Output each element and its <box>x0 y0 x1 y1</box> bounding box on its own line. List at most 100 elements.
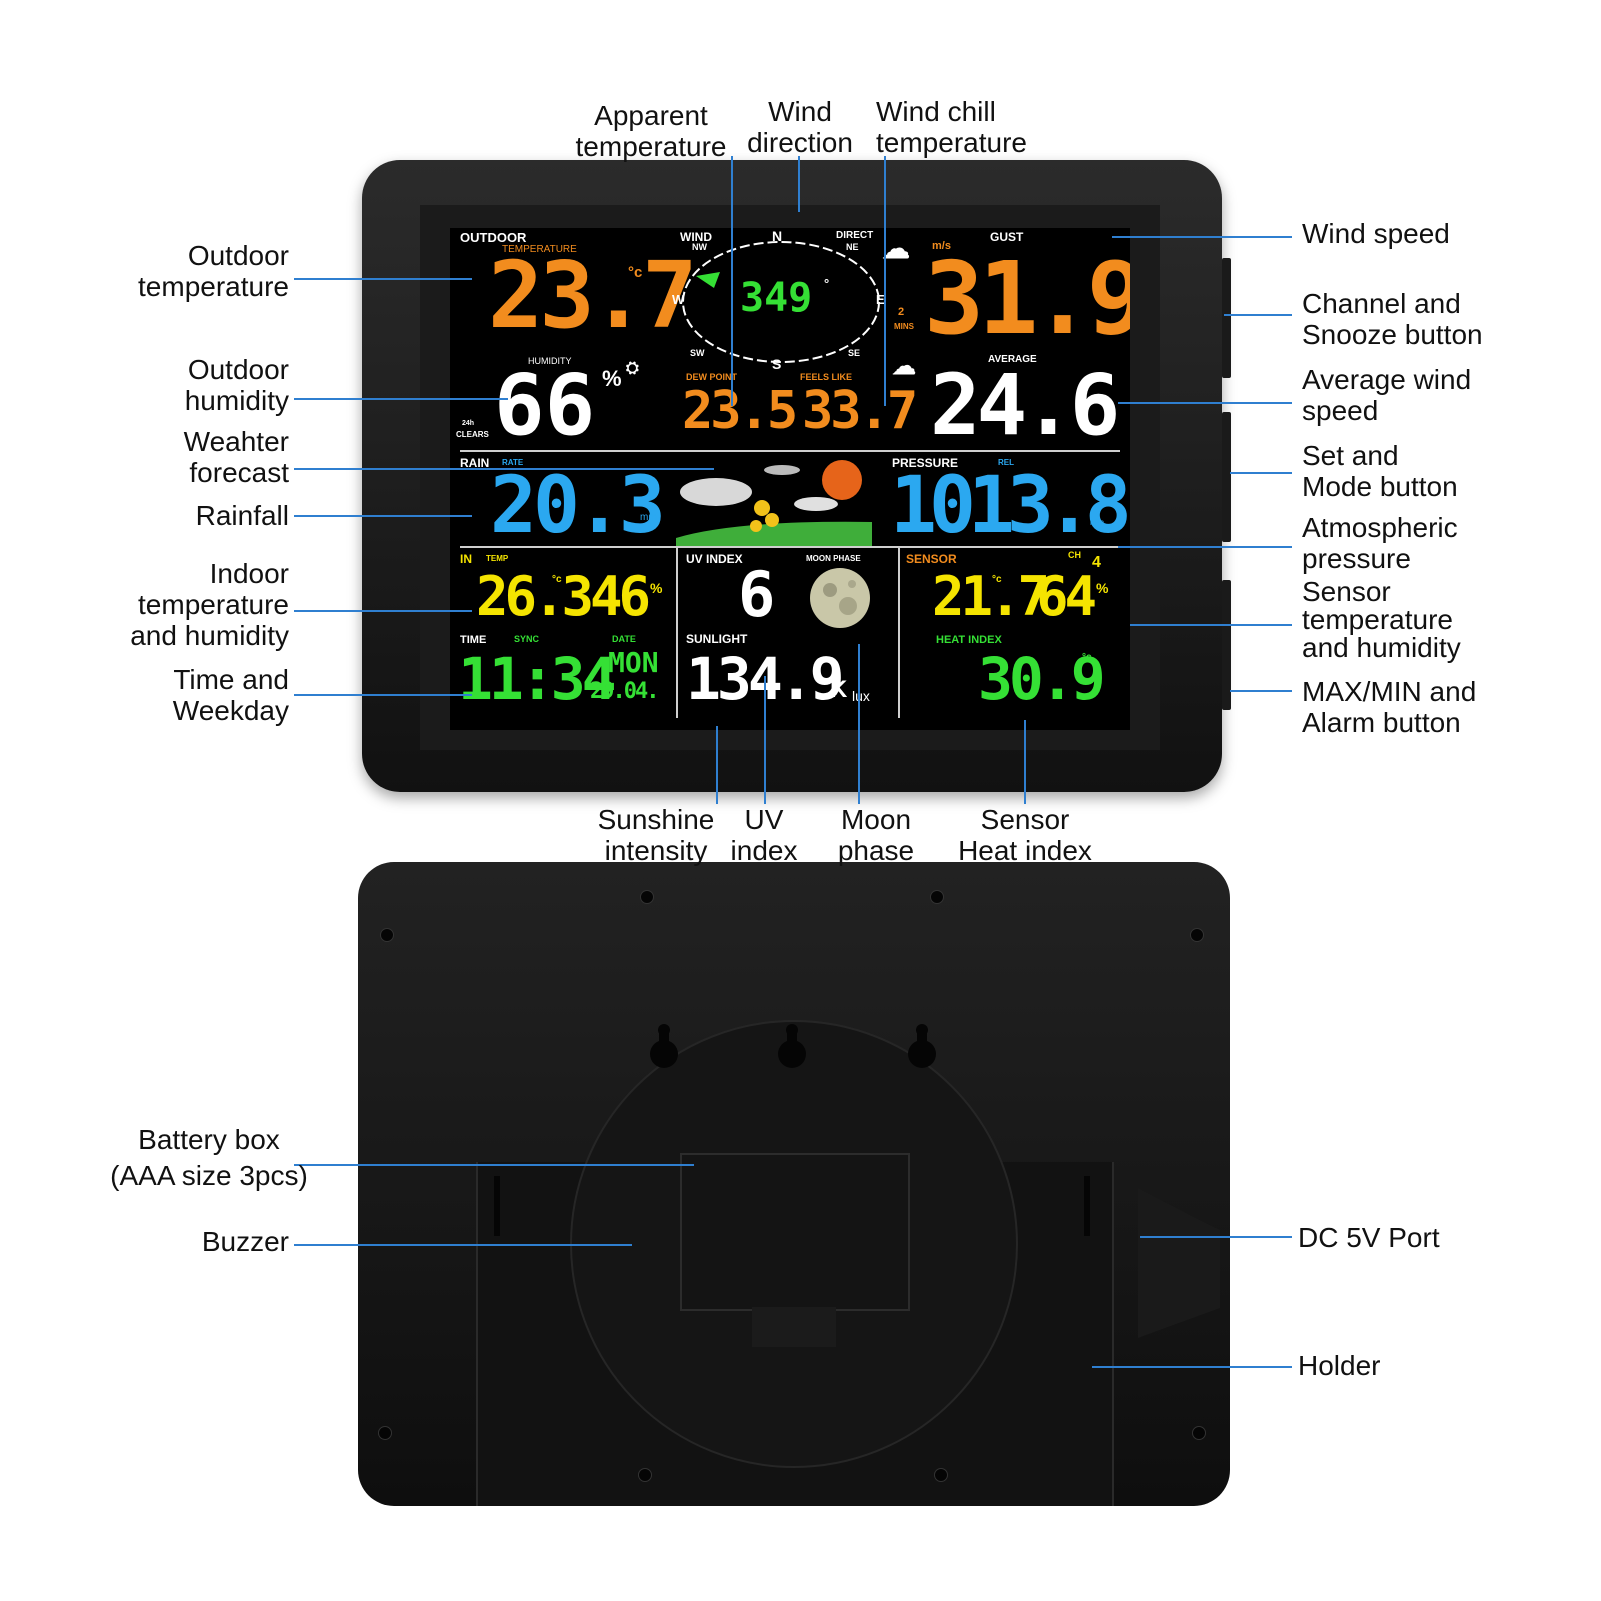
leader-set-mode <box>1230 472 1292 474</box>
indoor-humidity-unit: % <box>650 580 663 596</box>
humidity-label: HUMIDITY <box>528 356 572 366</box>
rain-value: 20.3 <box>490 461 666 551</box>
leader-indoor <box>294 610 472 612</box>
heat-index-unit: °c <box>1082 652 1092 663</box>
screw <box>1192 1426 1206 1440</box>
outdoor-label: OUTDOOR <box>460 230 527 245</box>
klux-k: K <box>830 676 848 703</box>
storm-cloud-icon: ☁ <box>882 233 910 264</box>
leader-pressure <box>1118 546 1292 548</box>
mins-value: 2 <box>898 306 905 318</box>
sensor-temp-unit: °c <box>992 574 1002 585</box>
outdoor-temp-unit: °c <box>628 264 643 281</box>
screw <box>380 928 394 942</box>
gust-label: GUST <box>990 230 1024 244</box>
uv-index-label: UV INDEX <box>686 552 743 566</box>
leader-channel-snooze <box>1224 314 1292 316</box>
leader-outdoor-temperature <box>294 278 472 280</box>
channel-snooze-button[interactable] <box>1222 258 1231 378</box>
leader-battery-box <box>294 1164 694 1166</box>
compass-sw: SW <box>690 348 705 358</box>
moon-phase-icon <box>810 568 870 628</box>
indoor-temp-value: 26.3 <box>476 565 594 628</box>
sensor-humidity-unit: % <box>1096 580 1109 596</box>
date-label: DATE <box>612 634 636 644</box>
callout-buzzer: Buzzer <box>201 1226 289 1257</box>
compass-s: S <box>772 356 782 372</box>
callout-wind-speed: Wind speed <box>1302 218 1450 249</box>
date-value: 29.04. <box>590 679 659 704</box>
compass-n: N <box>772 228 783 244</box>
divider-right <box>898 548 900 718</box>
rain-label: RAIN <box>460 456 490 470</box>
weather-forecast-icon <box>676 460 872 546</box>
hanging-hole-middle <box>778 1024 806 1068</box>
maxmin-alarm-button[interactable] <box>1222 580 1231 710</box>
battery-latch[interactable] <box>752 1307 836 1347</box>
wind-direction-value: 349 <box>740 275 813 321</box>
klux-lux: lux <box>852 688 870 704</box>
holder-slot-right <box>1084 1176 1090 1236</box>
ch-label: CH <box>1068 550 1081 560</box>
rain-unit: mm <box>640 512 657 523</box>
compass-ne: NE <box>846 242 859 252</box>
wind-compass <box>682 241 880 363</box>
wind-degree-symbol: ° <box>824 276 830 291</box>
outdoor-humidity-unit: % <box>602 366 622 391</box>
indoor-temp-unit: °c <box>552 574 562 585</box>
leader-average-wind <box>1118 402 1292 404</box>
leader-heat-index <box>1024 720 1026 804</box>
holder-slot-left <box>494 1176 500 1236</box>
leader-weather-forecast <box>294 468 714 470</box>
sync-label: SYNC <box>514 634 540 644</box>
temperature-label: TEMPERATURE <box>502 244 577 255</box>
time-value: 11:34 <box>458 645 617 713</box>
divider-left <box>676 548 678 718</box>
callout-battery-box: Battery box(AAA size 3pcs) <box>110 1124 308 1191</box>
outdoor-humidity-value: 66 <box>494 356 596 454</box>
set-mode-button[interactable] <box>1222 412 1231 542</box>
pressure-value: 1013.8 <box>890 461 1130 551</box>
temp-label: TEMP <box>486 554 509 563</box>
uv-index-value: 6 <box>738 558 776 631</box>
screw <box>378 1426 392 1440</box>
screw <box>638 1468 652 1482</box>
rain-cloud-icon: ☁ <box>892 353 916 380</box>
clears-label: CLEARS <box>456 430 489 439</box>
heat-index-label: HEAT INDEX <box>936 634 1002 646</box>
indoor-humidity-value: 46 <box>590 565 651 628</box>
sensor-label: SENSOR <box>906 552 957 566</box>
average-speed-value: 24.6 <box>930 356 1120 454</box>
leader-time <box>294 694 472 696</box>
wind-label: WIND <box>680 230 712 244</box>
sensor-temp-value: 21.7 <box>932 565 1050 628</box>
compass-se: SE <box>848 348 861 358</box>
screw <box>934 1468 948 1482</box>
feels-like-value: 33.7 <box>802 381 918 441</box>
screw <box>930 890 944 904</box>
feels-like-label: FEELS LIKE <box>800 372 853 382</box>
compass-w: W <box>672 292 685 307</box>
compass-e: E <box>876 292 885 307</box>
leader-moon-phase <box>858 644 860 804</box>
leader-dc-port <box>1140 1236 1292 1238</box>
leader-wind-chill <box>884 156 886 406</box>
dew-point-label: DEW POINT <box>686 372 737 382</box>
compass-nw: NW <box>692 242 707 252</box>
leader-maxmin-alarm <box>1230 690 1292 692</box>
battery-box[interactable] <box>680 1153 910 1311</box>
time-label: TIME <box>460 634 487 646</box>
